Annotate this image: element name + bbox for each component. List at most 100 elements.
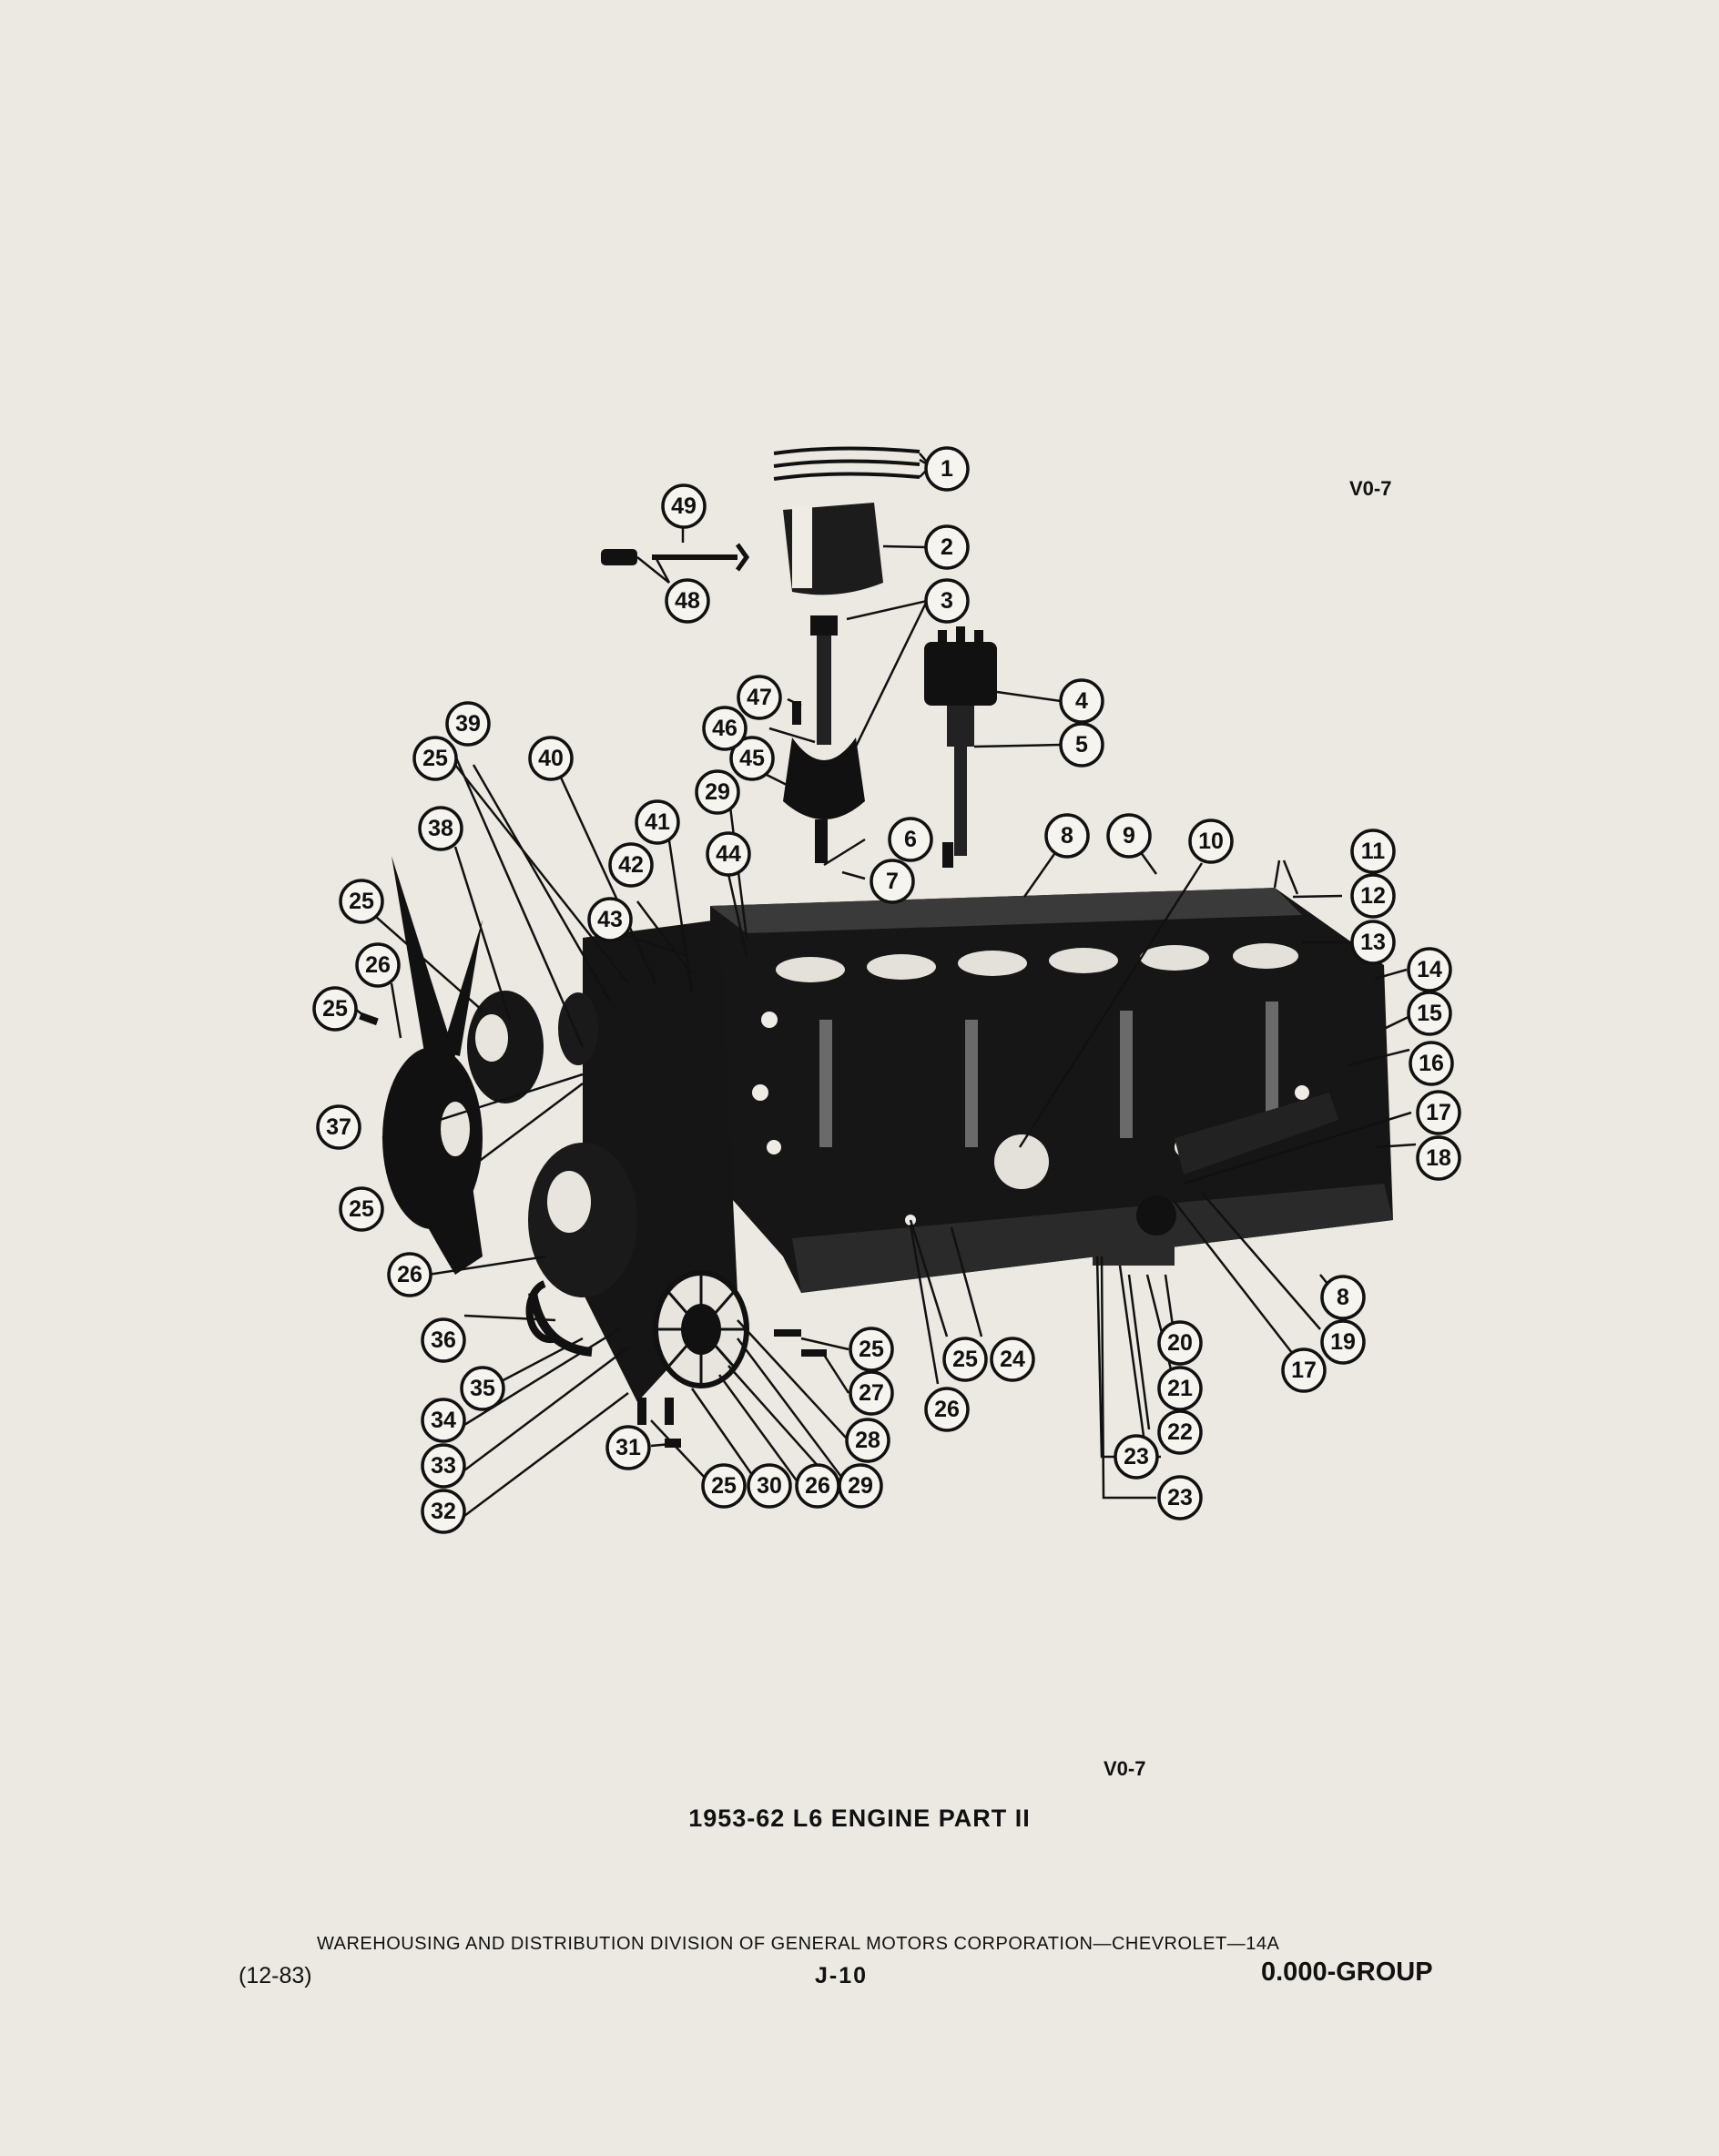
svg-text:25: 25 [349,889,374,914]
callout-29-upper: 29 [695,769,740,815]
svg-text:18: 18 [1426,1145,1451,1171]
page-number: J-10 [815,1963,869,1988]
svg-text:37: 37 [326,1114,351,1140]
svg-text:43: 43 [597,907,623,932]
callout-14: 14 [1407,947,1452,992]
svg-text:23: 23 [1167,1485,1193,1510]
callout-47: 47 [737,675,782,720]
svg-text:38: 38 [428,816,453,841]
callout-46: 46 [702,706,748,751]
callout-42: 42 [608,842,654,888]
callout-23-upper: 23 [1114,1434,1159,1480]
callout-3: 3 [924,578,970,624]
svg-text:26: 26 [934,1397,960,1422]
svg-text:17: 17 [1291,1358,1317,1383]
oil-filter-adapter [1093,1093,1338,1266]
figure-code-bottom: V0-7 [1104,1757,1146,1780]
callout-32: 32 [421,1489,466,1534]
svg-text:14: 14 [1417,957,1442,982]
svg-text:46: 46 [712,716,737,741]
callout-49: 49 [661,483,707,529]
front-cover [583,920,749,1402]
svg-text:31: 31 [615,1435,641,1460]
callout-25-cover: 25 [849,1327,894,1372]
svg-text:40: 40 [538,746,564,771]
svg-text:8: 8 [1061,823,1073,849]
callout-4: 4 [1059,678,1104,724]
callout-37: 37 [316,1104,361,1150]
svg-text:25: 25 [859,1337,884,1362]
svg-text:17: 17 [1426,1100,1451,1125]
callout-25-block: 25 [942,1337,988,1382]
callout-25-bottom: 25 [701,1463,747,1509]
svg-text:24: 24 [1000,1347,1025,1372]
svg-text:35: 35 [470,1376,495,1401]
callout-44: 44 [706,831,751,877]
callout-9: 9 [1106,813,1152,859]
distributor [924,626,997,856]
callout-5: 5 [1059,722,1104,768]
svg-text:4: 4 [1075,688,1088,714]
callout-35: 35 [460,1366,505,1411]
callout-41: 41 [635,799,680,845]
svg-text:49: 49 [671,493,697,519]
callout-15: 15 [1407,991,1452,1036]
svg-text:25: 25 [422,746,448,771]
callout-10: 10 [1188,819,1234,864]
fan-pulley [467,991,598,1103]
svg-text:42: 42 [618,852,644,878]
svg-text:41: 41 [645,809,670,835]
svg-text:32: 32 [431,1499,456,1524]
svg-text:29: 29 [705,779,730,805]
svg-text:30: 30 [757,1473,782,1499]
callout-26-cover: 26 [795,1463,840,1509]
callout-6: 6 [888,817,933,862]
svg-text:29: 29 [848,1473,873,1499]
callout-11: 11 [1350,829,1396,874]
engine-block [710,888,1393,1293]
svg-text:2: 2 [941,534,953,560]
svg-text:25: 25 [322,996,348,1022]
date-code: (12-83) [239,1963,312,1988]
callout-26-fan-lower: 26 [387,1252,432,1297]
callout-25-top: 25 [412,736,458,781]
figure-code-top: V0-7 [1349,477,1392,500]
svg-text:33: 33 [431,1453,456,1479]
svg-text:21: 21 [1167,1376,1193,1401]
svg-text:25: 25 [952,1347,978,1372]
callout-25-fan-bolt: 25 [312,986,358,1032]
svg-text:7: 7 [886,869,899,894]
svg-text:27: 27 [859,1380,884,1406]
callout-20: 20 [1157,1320,1203,1366]
callout-31: 31 [605,1425,651,1470]
svg-text:15: 15 [1417,1001,1442,1026]
callout-25-fan-lower: 25 [339,1186,384,1232]
svg-text:8: 8 [1337,1285,1349,1310]
callout-40: 40 [528,736,574,781]
callout-17-lower: 17 [1281,1348,1327,1393]
callout-36: 36 [421,1317,466,1363]
callout-48: 48 [665,578,710,624]
svg-text:26: 26 [805,1473,830,1499]
callout-16: 16 [1409,1041,1454,1086]
svg-text:6: 6 [904,827,917,852]
svg-text:5: 5 [1075,732,1088,758]
callout-23-lower: 23 [1157,1475,1203,1520]
callout-18: 18 [1416,1135,1461,1181]
callout-26-fan-upper: 26 [355,942,401,988]
water-pump [525,1143,637,1357]
svg-text:9: 9 [1123,823,1135,849]
svg-text:22: 22 [1167,1419,1193,1445]
callout-39: 39 [445,701,491,747]
svg-text:39: 39 [455,711,481,737]
svg-text:47: 47 [747,685,772,710]
svg-text:20: 20 [1167,1330,1193,1356]
svg-text:36: 36 [431,1327,456,1353]
svg-text:28: 28 [855,1428,880,1453]
svg-text:25: 25 [349,1196,374,1222]
callout-43: 43 [587,897,633,942]
callout-26-block: 26 [924,1387,970,1432]
callout-45: 45 [729,736,775,781]
